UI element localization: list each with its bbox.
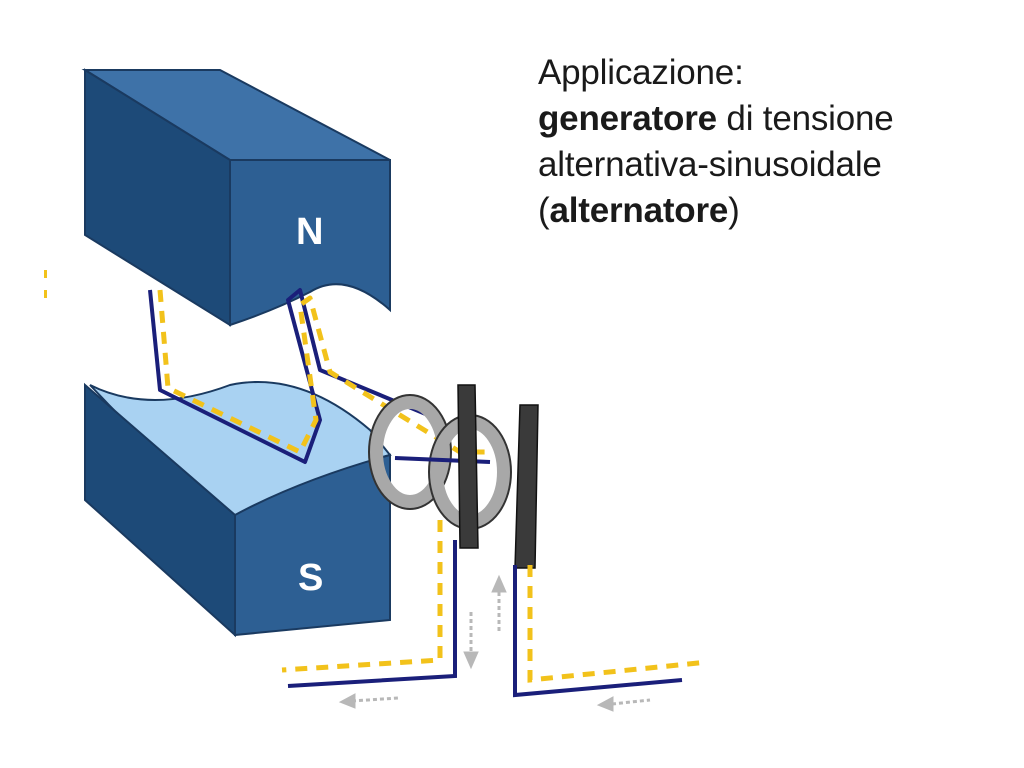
brush-left — [457, 384, 479, 549]
left-lead-wire — [287, 540, 457, 688]
caption-paren-close: ) — [728, 191, 740, 230]
coil-wire — [148, 288, 441, 464]
brush-right — [514, 404, 539, 569]
caption-alternatore: alternatore — [549, 191, 729, 230]
caption-line-3: alternativa-sinusoidale — [538, 145, 882, 184]
caption-line-2: generatore di tensione — [538, 96, 1008, 142]
arrow-right-lead-shaft — [611, 698, 651, 706]
arrow-right-lead-head — [596, 696, 614, 712]
right-lead-current — [527, 565, 709, 683]
slip-ring-back-edge — [368, 394, 452, 510]
coil-current-path — [157, 289, 490, 455]
north-pole-label: N — [296, 211, 323, 253]
arrow-left-shaft — [351, 696, 399, 703]
south-magnet: S — [84, 381, 392, 638]
caption-paren-open: ( — [538, 191, 550, 230]
caption-line-2-rest: di tensione — [716, 99, 894, 138]
south-pole-label: S — [298, 557, 323, 599]
left-lead-current — [281, 520, 443, 673]
south-magnet-front-face — [234, 453, 391, 637]
artifact-mark — [44, 290, 47, 298]
caption-generatore: generatore — [538, 99, 717, 138]
artifact-mark — [44, 270, 47, 278]
caption-line-1: Applicazione: — [538, 53, 744, 92]
arrow-up-head — [491, 574, 507, 593]
brushes — [457, 384, 539, 569]
current-arrows — [338, 574, 651, 712]
right-lead-wire — [513, 565, 683, 698]
arrow-left-head — [338, 693, 356, 709]
artifacts — [44, 270, 47, 298]
north-magnet-front-face — [229, 159, 391, 327]
caption-line-4: (alternatore) — [538, 188, 1008, 234]
north-magnet: N — [81, 68, 391, 327]
caption: Applicazione: generatore di tensione alt… — [538, 50, 1008, 234]
arrow-down-head — [463, 651, 479, 670]
external-circuit — [281, 520, 709, 698]
coil — [148, 288, 490, 464]
